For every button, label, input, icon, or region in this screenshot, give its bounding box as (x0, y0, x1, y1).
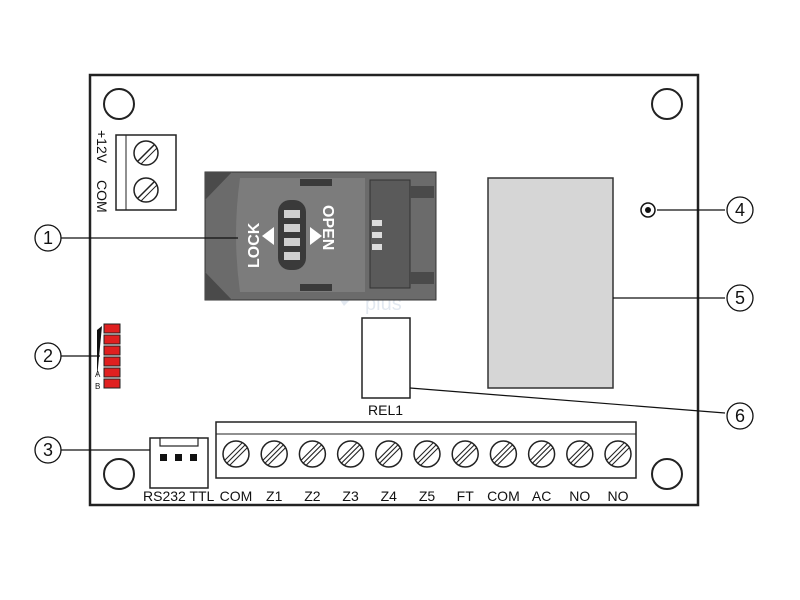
rs232-ttl-label: RS232 TTL (143, 488, 215, 504)
callout-2-number: 2 (43, 346, 53, 366)
mounting-hole-bottom-right (651, 458, 683, 490)
callout-1: 1 (34, 224, 62, 252)
rs232-ttl-connector (149, 437, 209, 489)
callout-5-number: 5 (735, 288, 745, 308)
led-label-a: A (95, 370, 101, 379)
terminal-label: Z4 (381, 488, 398, 504)
callout-6-number: 6 (735, 406, 745, 426)
relay-label: REL1 (368, 402, 403, 418)
terminal-label: AC (532, 488, 551, 504)
callout-5: 5 (726, 284, 754, 312)
callout-4: 4 (726, 196, 754, 224)
led-label-b: B (95, 382, 100, 391)
terminal-label: Z1 (266, 488, 283, 504)
callout-3: 3 (34, 436, 62, 464)
terminal-label: COM (220, 488, 253, 504)
callout-2: 2 (34, 342, 62, 370)
callout-1-number: 1 (43, 228, 53, 248)
terminal-label: Z5 (419, 488, 436, 504)
terminal-label: Z3 (342, 488, 359, 504)
callout-6: 6 (726, 402, 754, 430)
bottom-terminal-block (215, 421, 637, 479)
sim-open-label: OPEN (319, 205, 336, 250)
led-bar (97, 323, 121, 389)
power-terminal-block (115, 134, 177, 211)
terminal-label: NO (608, 488, 629, 504)
power-terminal-label-12v: +12V (94, 130, 110, 164)
mounting-hole-top-right (651, 88, 683, 120)
terminal-label: Z2 (304, 488, 321, 504)
callout-3-number: 3 (43, 440, 53, 460)
relay-rel1 (361, 317, 411, 399)
terminal-label: FT (457, 488, 475, 504)
power-terminal-label-com: COM (94, 180, 110, 213)
terminal-label: NO (569, 488, 590, 504)
callout-4-number: 4 (735, 200, 745, 220)
gsm-module (487, 177, 614, 389)
mounting-hole-top-left (103, 88, 135, 120)
mounting-hole-bottom-left (103, 458, 135, 490)
sim-card-holder (204, 171, 437, 301)
lock-arrow-icon (262, 227, 274, 245)
terminal-label: COM (487, 488, 520, 504)
sim-lock-label: LOCK (246, 222, 263, 268)
open-arrow-icon (310, 227, 322, 245)
